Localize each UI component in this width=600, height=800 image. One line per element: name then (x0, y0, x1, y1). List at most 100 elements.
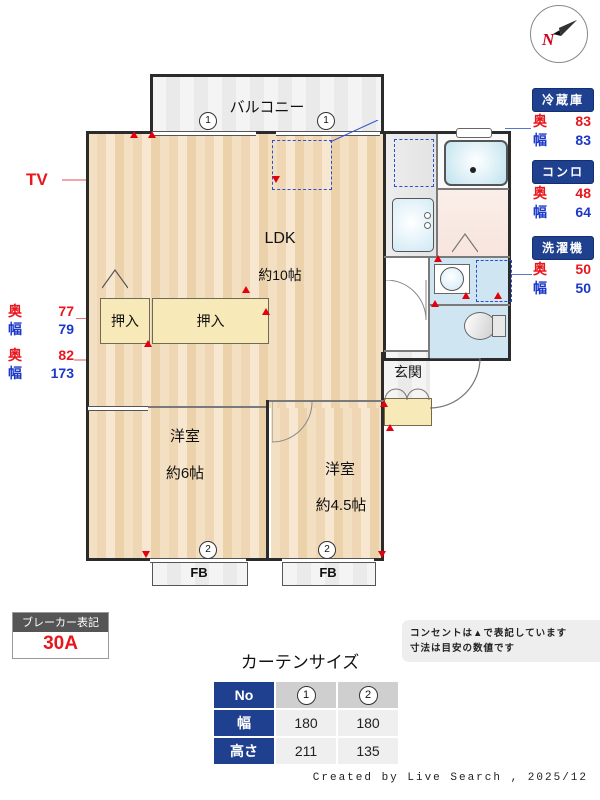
curtain-height-2: 135 (338, 738, 398, 764)
sink-tap-icon-2 (424, 222, 431, 229)
width-value: 83 (575, 131, 591, 148)
outlet-icon (262, 308, 270, 315)
legend-notes: コンセントは▲で表記しています 寸法は目安の数値です (402, 620, 600, 663)
outlet-icon (378, 551, 386, 558)
window-marker-2a: 2 (199, 541, 217, 559)
depth-value: 48 (575, 185, 591, 201)
fb-south-label: FB (319, 565, 337, 580)
outlet-icon (130, 131, 138, 138)
dimension-closet-small: 奥 77 幅 79 (6, 302, 76, 338)
entrance-label: 玄関 (394, 364, 422, 380)
ldk-label: LDK (264, 230, 296, 247)
room-west-label: 洋室 (169, 428, 200, 445)
appliance-tag-washing-machine: 洗濯機 奥 50 幅 50 (532, 236, 594, 297)
dimension-closet-large: 奥 82 幅 173 (6, 346, 76, 382)
width-value: 50 (575, 279, 591, 296)
breaker-box: ブレーカー表記 30A (12, 612, 109, 659)
compass-rose: N (530, 5, 588, 63)
note-outlet-symbol: コンセントは▲で表記しています (410, 628, 568, 639)
appliance-tag-refrigerator: 冷蔵庫 奥 83 幅 83 (532, 88, 594, 149)
table-row-no: No 1 2 (214, 682, 398, 708)
ldk-vent-icon (102, 268, 128, 289)
appliance-depth-row: 奥 48 (532, 184, 594, 203)
wash-basin-icon (440, 267, 464, 291)
note-dimension-disclaimer: 寸法は目安の数値です (410, 643, 516, 655)
width-key: 幅 (8, 365, 22, 382)
closet-large-label: 押入 (196, 313, 225, 329)
washroom-door-swing-icon (385, 280, 427, 321)
bathtub-icon (444, 140, 508, 186)
fb-west-label: FB (190, 565, 208, 580)
closet-small-depth-row: 奥 77 (6, 302, 76, 320)
bath-window-icon (456, 128, 492, 138)
width-value: 79 (58, 321, 74, 338)
outlet-icon (242, 286, 250, 293)
table-row-width: 幅 180 180 (214, 710, 398, 736)
fb-west-area (152, 562, 248, 586)
room-south-size-label: 約4.5帖 (315, 497, 367, 514)
table-row-height: 高さ 211 135 (214, 738, 398, 764)
width-key: 幅 (533, 131, 547, 148)
outlet-icon (148, 131, 156, 138)
balcony-label: バルコニー (229, 99, 305, 116)
compass-needle-icon (553, 20, 577, 36)
sink-tap-icon (424, 212, 431, 219)
appliance-tag-stove: コンロ 奥 48 幅 64 (532, 160, 594, 221)
depth-value: 77 (58, 303, 74, 319)
room-west-size-label: 約6帖 (165, 465, 205, 482)
closet-large: 押入 (152, 298, 269, 344)
curtain-height-1: 211 (276, 738, 336, 764)
kitchen-sink-icon (392, 198, 434, 252)
depth-key: 奥 (533, 261, 547, 277)
appliance-title-stove: コンロ (532, 160, 594, 184)
curtain-col-2: 2 (338, 682, 398, 708)
leader-line-washing-machine (498, 274, 532, 275)
ldk-area (88, 133, 384, 408)
fb-south-area (282, 562, 376, 586)
bathtub-drain-icon (470, 167, 476, 173)
curtain-size-title: カーテンサイズ (240, 653, 360, 672)
balcony-area (152, 76, 382, 131)
curtain-width-1: 180 (276, 710, 336, 736)
outlet-icon (431, 300, 439, 307)
outlet-icon (494, 292, 502, 299)
ldk-size-label: 約10帖 (258, 267, 302, 283)
depth-key: 奥 (533, 185, 547, 201)
width-value: 64 (575, 203, 591, 220)
breaker-value: 30A (43, 633, 78, 654)
ldk-sliding-door-indicator (272, 140, 332, 190)
appliance-width-row: 幅 50 (532, 279, 594, 298)
curtain-header-height: 高さ (214, 738, 274, 764)
appliance-title-refrigerator: 冷蔵庫 (532, 88, 594, 112)
curtain-size-table: No 1 2 幅 180 180 高さ 211 135 (212, 680, 400, 766)
footer-credit: Created by Live Search , 2025/12 (312, 772, 588, 784)
closet-small-label: 押入 (111, 313, 139, 329)
bath-vent-icon (452, 232, 478, 253)
closet-small: 押入 (100, 298, 150, 344)
depth-key: 奥 (8, 303, 22, 319)
compass-north-label: N (542, 30, 555, 49)
breaker-title: ブレーカー表記 (13, 613, 108, 632)
appliance-depth-row: 奥 83 (532, 112, 594, 131)
width-key: 幅 (533, 279, 547, 296)
room-south-label: 洋室 (324, 461, 355, 478)
outlet-icon (142, 551, 150, 558)
depth-key: 奥 (8, 347, 22, 363)
window-marker-2b: 2 (318, 541, 336, 559)
outlet-icon (144, 340, 152, 347)
curtain-width-2: 180 (338, 710, 398, 736)
tv-outlet-label: TV (26, 170, 48, 189)
refrigerator-space (394, 139, 434, 187)
width-key: 幅 (533, 203, 547, 220)
room-south-door-swing-icon (272, 402, 313, 443)
entrance-step-icon (384, 388, 430, 400)
room-south-area (271, 408, 381, 560)
depth-value: 83 (575, 113, 591, 129)
entrance-door-swing-icon (430, 358, 481, 409)
toilet-tank-icon (492, 315, 506, 337)
curtain-col-1: 1 (276, 682, 336, 708)
closet-large-width-row: 幅 173 (6, 364, 76, 382)
washing-machine-space (476, 260, 512, 302)
leader-line-refrigerator (505, 128, 531, 129)
